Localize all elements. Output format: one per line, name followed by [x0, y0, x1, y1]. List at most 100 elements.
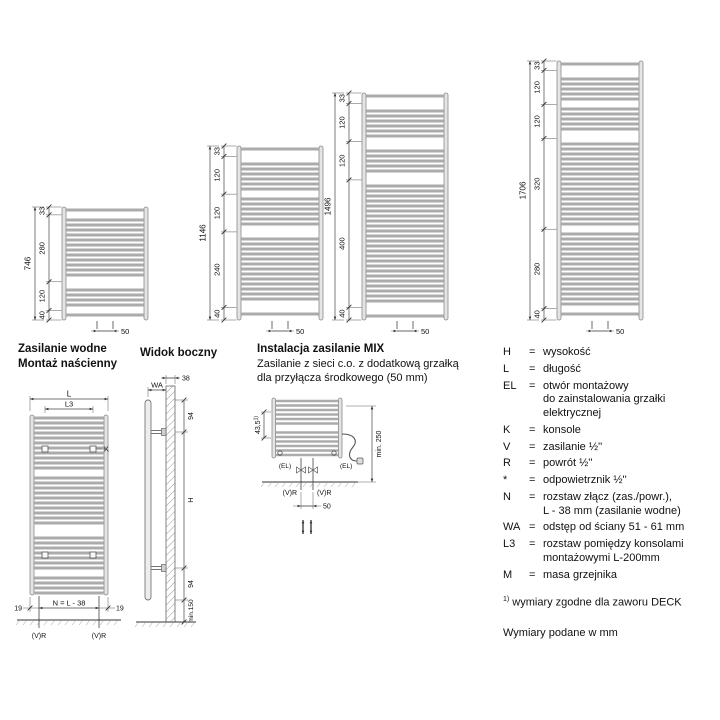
dim-label: 120	[38, 290, 47, 303]
legend-symbol: L	[503, 362, 510, 375]
dim-label: H	[186, 497, 195, 502]
dim-label: K	[104, 445, 109, 454]
legend-text: odpowietrznik ½''	[543, 474, 627, 486]
dim-label: 120	[533, 115, 542, 128]
legend-symbol: *	[503, 474, 508, 486]
mix-title: Instalacja zasilanie MIX	[257, 343, 385, 355]
dim-label: 33	[213, 147, 222, 155]
legend-equals: =	[529, 538, 536, 550]
wall-mount-title-line1: Zasilanie wodne	[18, 343, 107, 355]
mix-installation-diagram: 43,51) (EL) (EL) (V)R (V)R 50 min. 250	[254, 397, 383, 534]
legend-text: powrót ½''	[543, 457, 593, 470]
dim-label: min.150	[188, 599, 195, 623]
radiator-diagram-1706: 33 120 120 320 280 40 1706 50	[519, 58, 644, 336]
dim-label: L3	[65, 400, 73, 409]
dim-label: 280	[38, 242, 47, 255]
legend-equals: =	[529, 568, 536, 581]
dim-label: 19	[116, 606, 124, 613]
dim-label: (V)R	[92, 633, 106, 640]
mix-section-header: Instalacja zasilanie MIX Zasilanie z sie…	[257, 342, 499, 386]
legend-text: konsole	[543, 423, 581, 436]
dim-label: (EL)	[340, 463, 352, 470]
dim-label: 50	[323, 504, 331, 511]
legend-item-h: H=wysokość	[503, 346, 719, 360]
dim-label: (V)R	[32, 633, 46, 640]
legend-item-l: L = długość	[503, 363, 719, 377]
dim-label: 19	[14, 606, 22, 613]
legend-equals: =	[529, 457, 536, 470]
legend-item-wa: WA = odstęp od ściany 51 - 61 mm	[503, 521, 719, 535]
dim-label: 38	[182, 376, 190, 383]
dim-label: 280	[533, 263, 542, 276]
dim-label: 1496	[324, 197, 333, 215]
plug-icon	[356, 457, 364, 465]
dim-label: 50	[296, 327, 304, 336]
legend-symbol: N	[503, 490, 511, 503]
legend-equals: =	[529, 440, 536, 453]
legend-text: długość	[543, 362, 581, 375]
dim-label: 120	[533, 81, 542, 94]
dim-label: min. 250	[376, 430, 383, 457]
dim-label: N = L - 38	[53, 599, 86, 608]
dim-label: 120	[213, 207, 222, 220]
wall-mount-section-title: Zasilanie wodne Montaż naścienny	[18, 342, 117, 372]
legend-item-n: N=rozstaw złącz (zas./powr.),L - 38 mm (…	[503, 491, 719, 519]
dim-label: 94	[188, 580, 195, 588]
legend-equals: =	[529, 346, 536, 358]
dim-label: 120	[338, 116, 347, 129]
dim-label: 43,51)	[254, 416, 263, 434]
dim-label: 33	[533, 62, 542, 70]
legend-text: masa grzejnika	[543, 568, 617, 581]
legend-item-v: V = zasilanie ½''	[503, 441, 719, 455]
legend-equals: =	[529, 379, 536, 392]
dim-label: (V)R	[317, 490, 331, 497]
legend-text: zasilanie ½''	[543, 440, 603, 453]
legend-item-star: *=odpowietrznik ½''	[503, 474, 719, 488]
dim-label: 1146	[199, 224, 208, 242]
heater-cable	[341, 433, 358, 462]
legend-footnote: 1) wymiary zgodne dla zaworu DECK	[503, 596, 719, 610]
dim-label: 50	[616, 327, 624, 336]
dim-label: 33	[338, 94, 347, 102]
dim-label: 50	[421, 327, 429, 336]
dim-label: (EL)	[279, 463, 291, 470]
legend-symbol: EL	[503, 379, 517, 392]
legend-item-m: M=masa grzejnika	[503, 569, 719, 583]
dim-label: 40	[38, 311, 47, 319]
legend-text: wysokość	[543, 346, 591, 358]
legend-text: odstęp od ściany 51 - 61 mm	[543, 521, 685, 534]
mix-desc-line1: Zasilanie z sieci c.o. z dodatkową grzał…	[257, 357, 459, 370]
dim-label: (V)R	[283, 490, 297, 497]
dim-label: 320	[533, 178, 542, 191]
dim-label: 33	[38, 207, 47, 215]
footnote-marker: 1)	[503, 596, 510, 604]
dim-label: 120	[213, 169, 222, 182]
legend-symbol: V	[503, 440, 511, 453]
legend-equals: =	[529, 521, 536, 534]
legend-symbol: L3	[503, 538, 516, 550]
wall-mount-title-line2: Montaż naścienny	[18, 357, 118, 370]
legend-item-k: K=konsole	[503, 424, 719, 438]
mix-desc-line2: dla przyłącza środkowego (50 mm)	[257, 372, 428, 385]
dim-label: 1706	[519, 181, 528, 199]
units-note: Wymiary podane w mm	[503, 626, 618, 639]
footnote-text: wymiary zgodne dla zaworu DECK	[509, 596, 682, 609]
legend-item-r: R=powrót ½''	[503, 457, 719, 471]
legend-symbol: WA	[503, 521, 521, 534]
dim-label: 240	[213, 263, 222, 276]
dim-label: 746	[24, 256, 33, 270]
dim-label: L	[67, 390, 72, 399]
dim-label: 40	[533, 310, 542, 318]
legend-equals: =	[529, 362, 536, 375]
